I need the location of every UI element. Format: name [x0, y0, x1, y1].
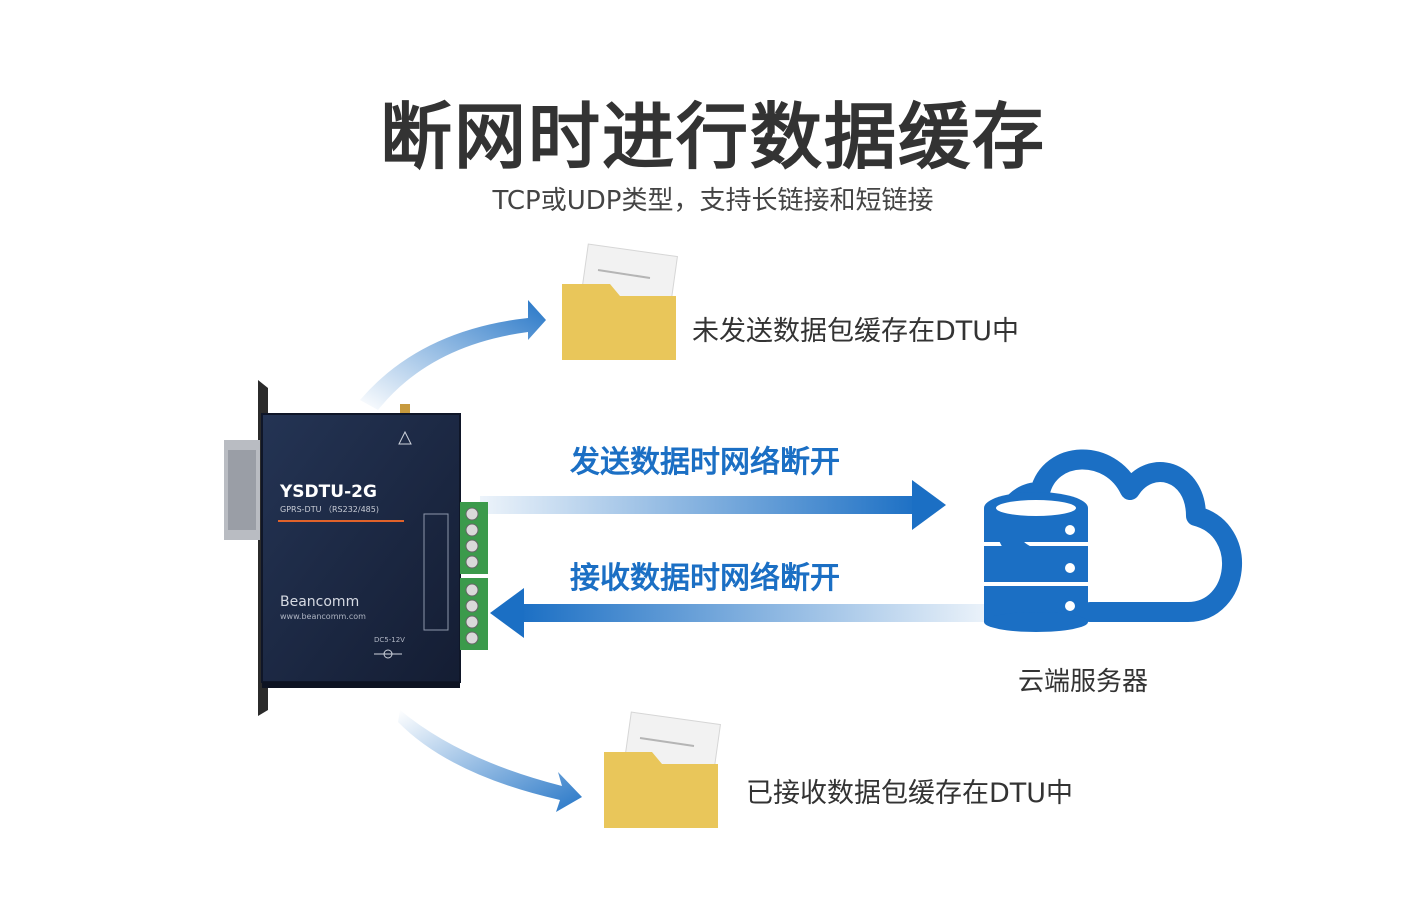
cloud-server-icon	[984, 449, 1242, 632]
send-disconnect-label: 发送数据时网络断开	[570, 445, 840, 480]
terminal-block	[460, 502, 488, 650]
unsent-cache-label: 未发送数据包缓存在DTU中	[692, 316, 1020, 347]
page-title: 断网时进行数据缓存	[379, 95, 1046, 179]
device-type: GPRS-DTU （RS232/485)	[280, 505, 379, 514]
page-subtitle: TCP或UDP类型，支持长链接和短链接	[492, 186, 934, 216]
arrow-to-unsent-cache	[360, 300, 546, 410]
dtu-device	[224, 380, 488, 716]
folder-icon-top	[562, 243, 678, 360]
receive-arrow	[490, 588, 990, 638]
receive-disconnect-label: 接收数据时网络断开	[570, 561, 840, 596]
database-icon	[984, 492, 1088, 632]
device-website: www.beancomm.com	[280, 612, 366, 621]
received-cache-label: 已接收数据包缓存在DTU中	[746, 778, 1074, 809]
arrow-to-received-cache	[398, 710, 582, 812]
device-brand: Beancomm	[280, 594, 360, 610]
send-arrow	[480, 480, 946, 530]
device-power: DC5-12V	[374, 636, 405, 644]
device-model: YSDTU-2G	[280, 482, 377, 502]
cloud-server-label: 云端服务器	[1018, 667, 1149, 697]
folder-icon-bottom	[604, 711, 721, 828]
